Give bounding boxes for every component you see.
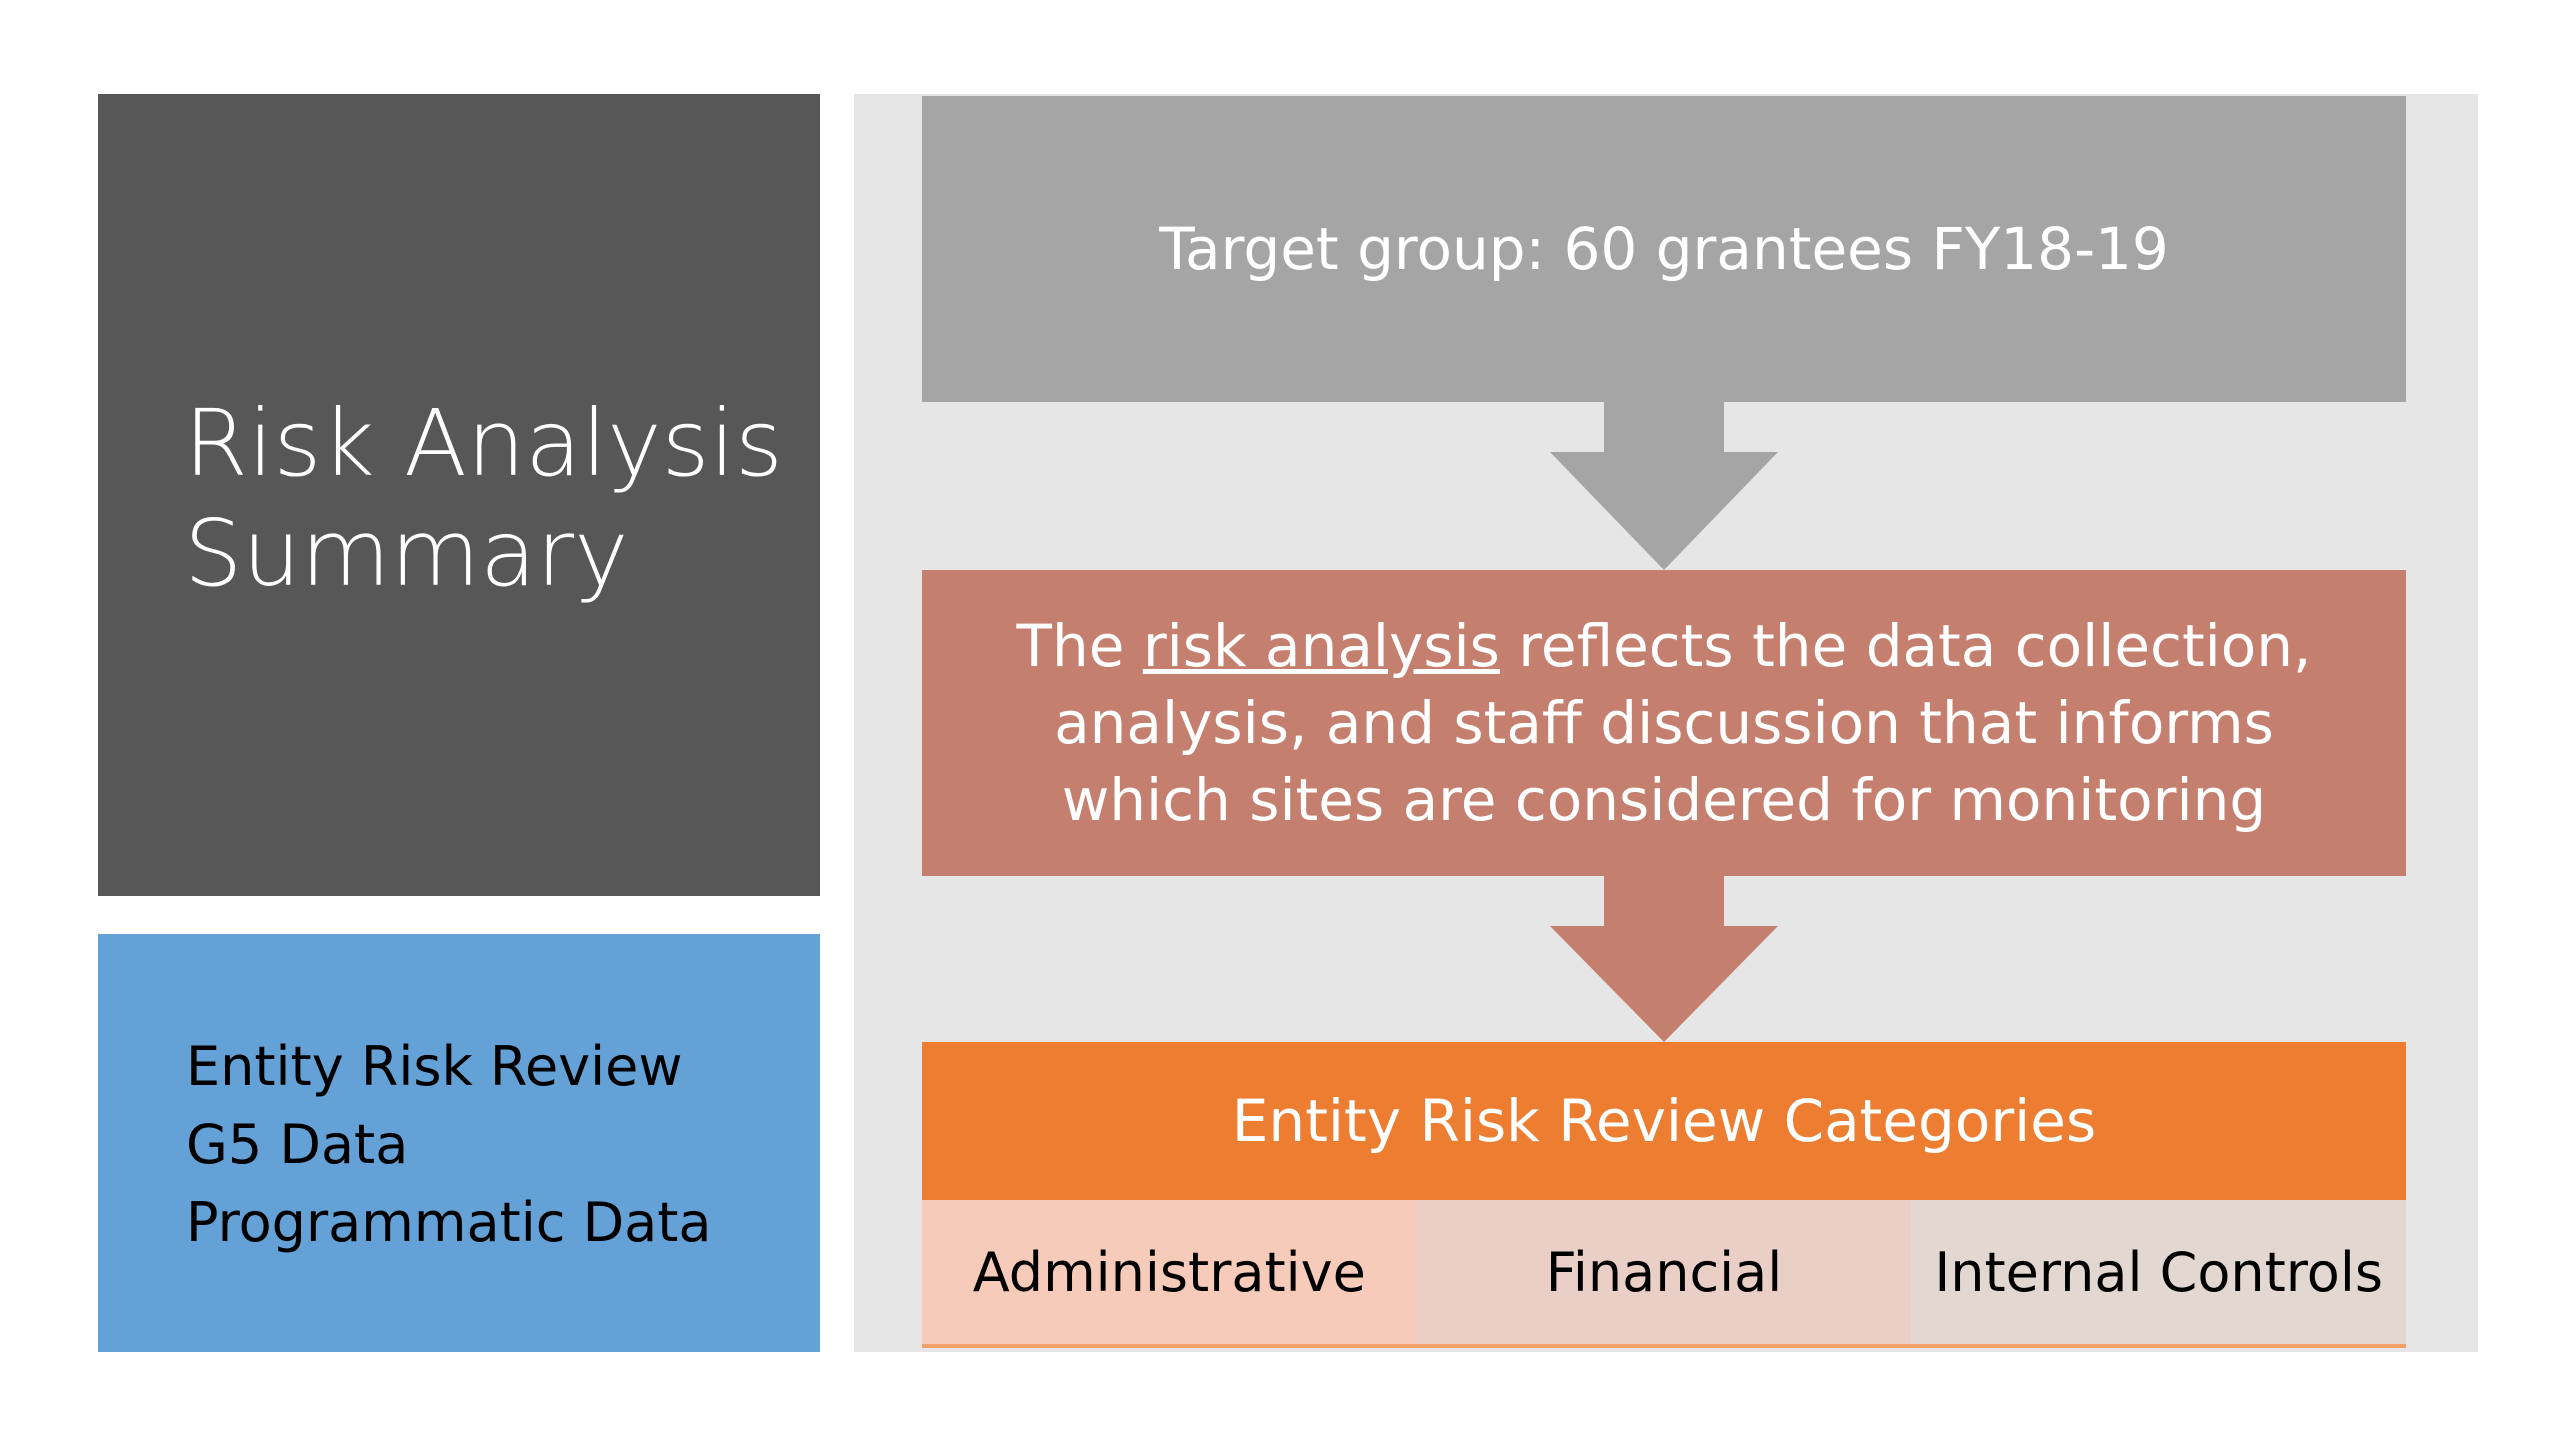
data-source-g5-data: G5 Data — [186, 1113, 409, 1176]
data-source-programmatic-data: Programmatic Data — [186, 1191, 712, 1254]
category-administrative: Administrative — [922, 1200, 1417, 1344]
target-group-text: Target group: 60 grantees FY18-19 — [1159, 215, 2169, 283]
slide-title-line-1: Risk Analysis — [184, 390, 783, 497]
risk-analysis-text-after: reflects the data collection, analysis, … — [1054, 611, 2312, 834]
categories-header: Entity Risk Review Categories — [922, 1042, 2406, 1200]
slide-title-line-2: Summary — [184, 500, 629, 607]
down-arrow-shape-gray — [1550, 402, 1778, 570]
categories-title: Entity Risk Review Categories — [1231, 1087, 2097, 1155]
category-financial: Financial — [1416, 1200, 1912, 1344]
target-group-box: Target group: 60 grantees FY18-19 — [922, 96, 2406, 402]
risk-analysis-text: The risk analysis reflects the data coll… — [962, 608, 2366, 839]
down-arrow-shape-rose — [1550, 876, 1778, 1042]
risk-analysis-box: The risk analysis reflects the data coll… — [922, 570, 2406, 876]
risk-analysis-emphasis: risk analysis — [1142, 611, 1500, 680]
categories-row: Administrative Financial Internal Contro… — [922, 1200, 2407, 1348]
data-sources-panel: Entity Risk Review G5 Data Programmatic … — [98, 934, 820, 1352]
down-arrow-icon-rose — [1550, 876, 1778, 1042]
title-panel: Risk Analysis Summary — [98, 94, 820, 896]
risk-analysis-text-before: The — [1016, 611, 1143, 680]
data-source-entity-risk-review: Entity Risk Review — [186, 1035, 683, 1098]
category-internal-controls: Internal Controls — [1911, 1200, 2407, 1344]
down-arrow-icon-gray — [1550, 402, 1778, 570]
